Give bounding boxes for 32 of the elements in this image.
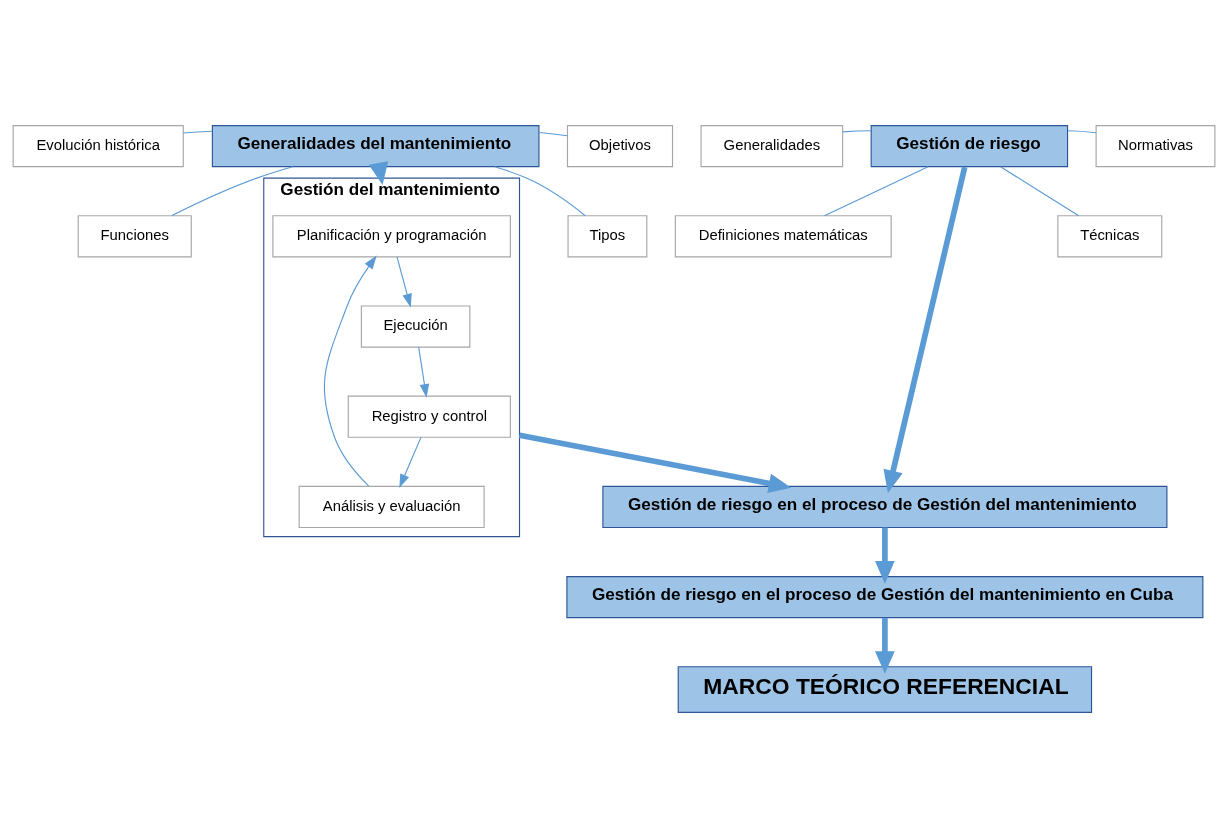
node-box: Gestión de riesgo en el proceso de Gestión del mantenimiento	[602, 485, 1168, 528]
arrow	[875, 617, 895, 674]
arrow	[396, 255, 412, 308]
node-box: Gestión de riesgo en el proceso de Gestión del mantenimiento en Cuba	[566, 575, 1204, 618]
node-box: Tipos	[567, 214, 648, 257]
node-box: MARCO TEÓRICO REFERENCIAL	[677, 665, 1093, 713]
node-box: Planificación y programación	[272, 214, 511, 257]
node-box: Definiciones matemáticas	[674, 214, 892, 257]
node-box: Evolución histórica	[12, 124, 184, 167]
node-box: Generalidades	[700, 124, 844, 167]
node-box: Objetivos	[566, 124, 674, 167]
arrow	[368, 160, 389, 185]
arrow	[399, 436, 422, 488]
arrow	[418, 346, 430, 398]
connector	[538, 131, 568, 136]
node-box: Ejecución	[360, 304, 471, 348]
node-box: Técnicas	[1057, 214, 1163, 257]
connector	[494, 165, 586, 216]
arrow	[519, 431, 792, 493]
connector	[182, 130, 213, 134]
connector	[999, 165, 1080, 216]
node-box: Análisis y evaluación	[298, 485, 485, 528]
arrow	[875, 527, 895, 584]
connector	[1067, 129, 1097, 133]
arrow	[883, 165, 968, 493]
connector	[823, 165, 929, 216]
node-box: Funciones	[77, 214, 192, 257]
node-box: Gestión de riesgo	[870, 124, 1069, 167]
arrow	[323, 255, 377, 487]
connector	[842, 129, 872, 132]
node-box: Normativas	[1095, 124, 1216, 167]
node-box: Registro y control	[347, 395, 511, 438]
